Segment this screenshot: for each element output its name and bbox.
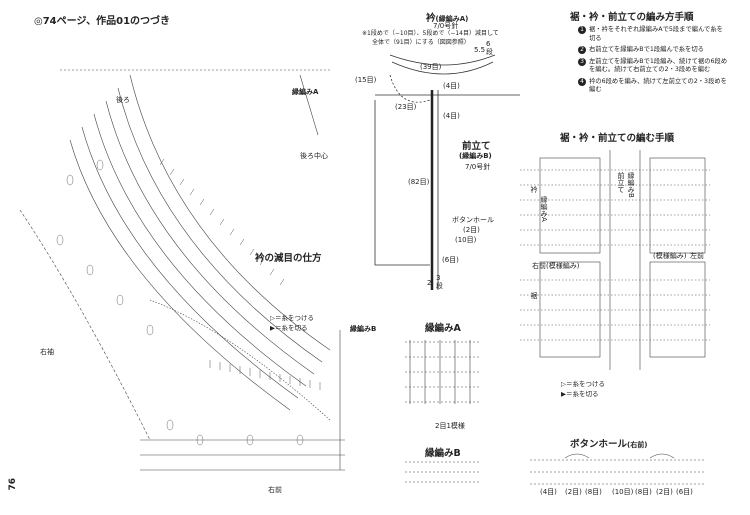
continuation-note: ◎74ページ、作品01のつづき [34,16,171,27]
label-6: 6 [486,40,491,48]
knit-order-left-pattern: (模様編み) [653,252,687,260]
collar-title: 衿(縁編みA) [426,10,468,24]
step-text: 裾・衿をそれぞれ縁編みAで5段まで編んで糸を切る [589,26,723,42]
collar-title-sub: (縁編みA) [435,15,469,23]
knit-order-front-band: 前立て [617,172,626,193]
label-10-stitches: (10目) [455,236,477,244]
collar-note-2: 全体で（91目）にする（図図参照） [372,39,470,46]
bh-10: (10目) [612,488,634,496]
label-right-sleeve: 右袖 [40,348,54,356]
buttonhole-count: (2目) [463,226,480,234]
legend-attach-text: ＝糸をつける [275,314,314,322]
label-back: 後ろ [116,96,130,104]
knit-order-title: 裾・衿・前立ての編む手順 [560,133,675,144]
knit-order-collar: 衿 [530,186,539,193]
label-6-stitches: (6目) [442,256,459,264]
edge-b-title: 縁編みB [425,448,461,459]
buttonhole-title: ボタンホール(右前) [570,436,647,450]
label-edge-b-left: 縁編みB [350,325,377,333]
label-82-stitches: (82目) [408,178,430,186]
knit-order-right-front: 右前 [532,262,546,270]
step-text: 右前立てを縁編みBで1段編んで糸を切る [589,46,704,53]
label-5-5: 5.5 [474,46,486,54]
step-number: 4 [578,77,586,86]
edge-a-title: 縁編みA [425,323,461,334]
collar-note-1: ※1段めで（−10目）、5段めで（−14目）減目して [362,30,499,37]
label-center-back: 後ろ中心 [300,152,328,160]
legend-cut-left: ▶＝糸を切る [270,324,308,332]
legend-cut-text-right: ＝糸を切る [566,390,599,398]
bh-6: (6目) [676,488,693,496]
step-number: 2 [578,46,586,54]
label-39-stitches: (39目) [420,63,442,71]
buttonhole-title-main: ボタンホール [570,439,628,450]
knit-order-edge-a: 縁編みA [540,196,549,222]
bh-2b: (2目) [656,488,673,496]
step-text: 衿の6段めを編み、続けて左前立ての2・3段めを編む [589,77,727,94]
label-edge-a-left: 縁編みA [292,88,319,96]
bh-4a: (4目) [540,488,557,496]
label-rows: 段 [486,48,493,57]
label-rows-2: 段 [436,282,443,291]
buttonhole-label: ボタンホール [452,216,494,224]
bh-8b: (8目) [635,488,652,496]
label-15-stitches: (15目) [355,76,377,84]
step-text: 左前立てを縁編みBで1段編み、続けて裾の6段めを編む。続けて右前立ての2・3段め… [589,57,728,74]
title-neck-decrease: 衿の減目の仕方 [255,253,322,264]
step-number: 1 [578,26,586,34]
label-3: 3 [436,274,441,282]
front-band-needle: 7/0号針 [465,163,491,171]
knit-order-hem: 裾 [530,292,539,299]
edge-a-repeat: 2目1模様 [435,422,465,430]
knit-order-edge-b: 縁編みB [627,172,636,198]
front-band-sub: (縁編みB) [459,152,492,160]
label-2: 2 [427,279,432,287]
label-23-stitches: (23目) [395,103,417,111]
bh-8a: (8目) [585,488,602,496]
step-number: 3 [578,57,586,66]
front-band-title: 前立て [462,141,491,152]
bh-2a: (2目) [565,488,582,496]
label-4-top: (4目) [443,82,460,90]
label-right-front: 右前 [268,486,282,494]
page-number: 76 [8,478,18,491]
buttonhole-title-sub: (右前) [627,441,648,449]
legend-cut-text: ＝糸を切る [275,324,308,332]
knit-order-right-pattern: (模様編み) [546,262,580,270]
collar-needle: 7/0号針 [433,22,459,30]
legend-attach-text-right: ＝糸をつける [566,380,605,388]
label-4-mid: (4目) [443,112,460,120]
knit-order-left-front: 左前 [690,252,704,260]
legend-attach-left: ▷＝糸をつける [270,314,314,322]
legend-attach-right: ▷＝糸をつける [561,380,605,388]
legend-cut-right: ▶＝糸を切る [561,390,599,398]
procedure-title: 裾・衿・前立ての編み方手順 [570,12,694,23]
collar-title-main: 衿 [426,13,436,24]
